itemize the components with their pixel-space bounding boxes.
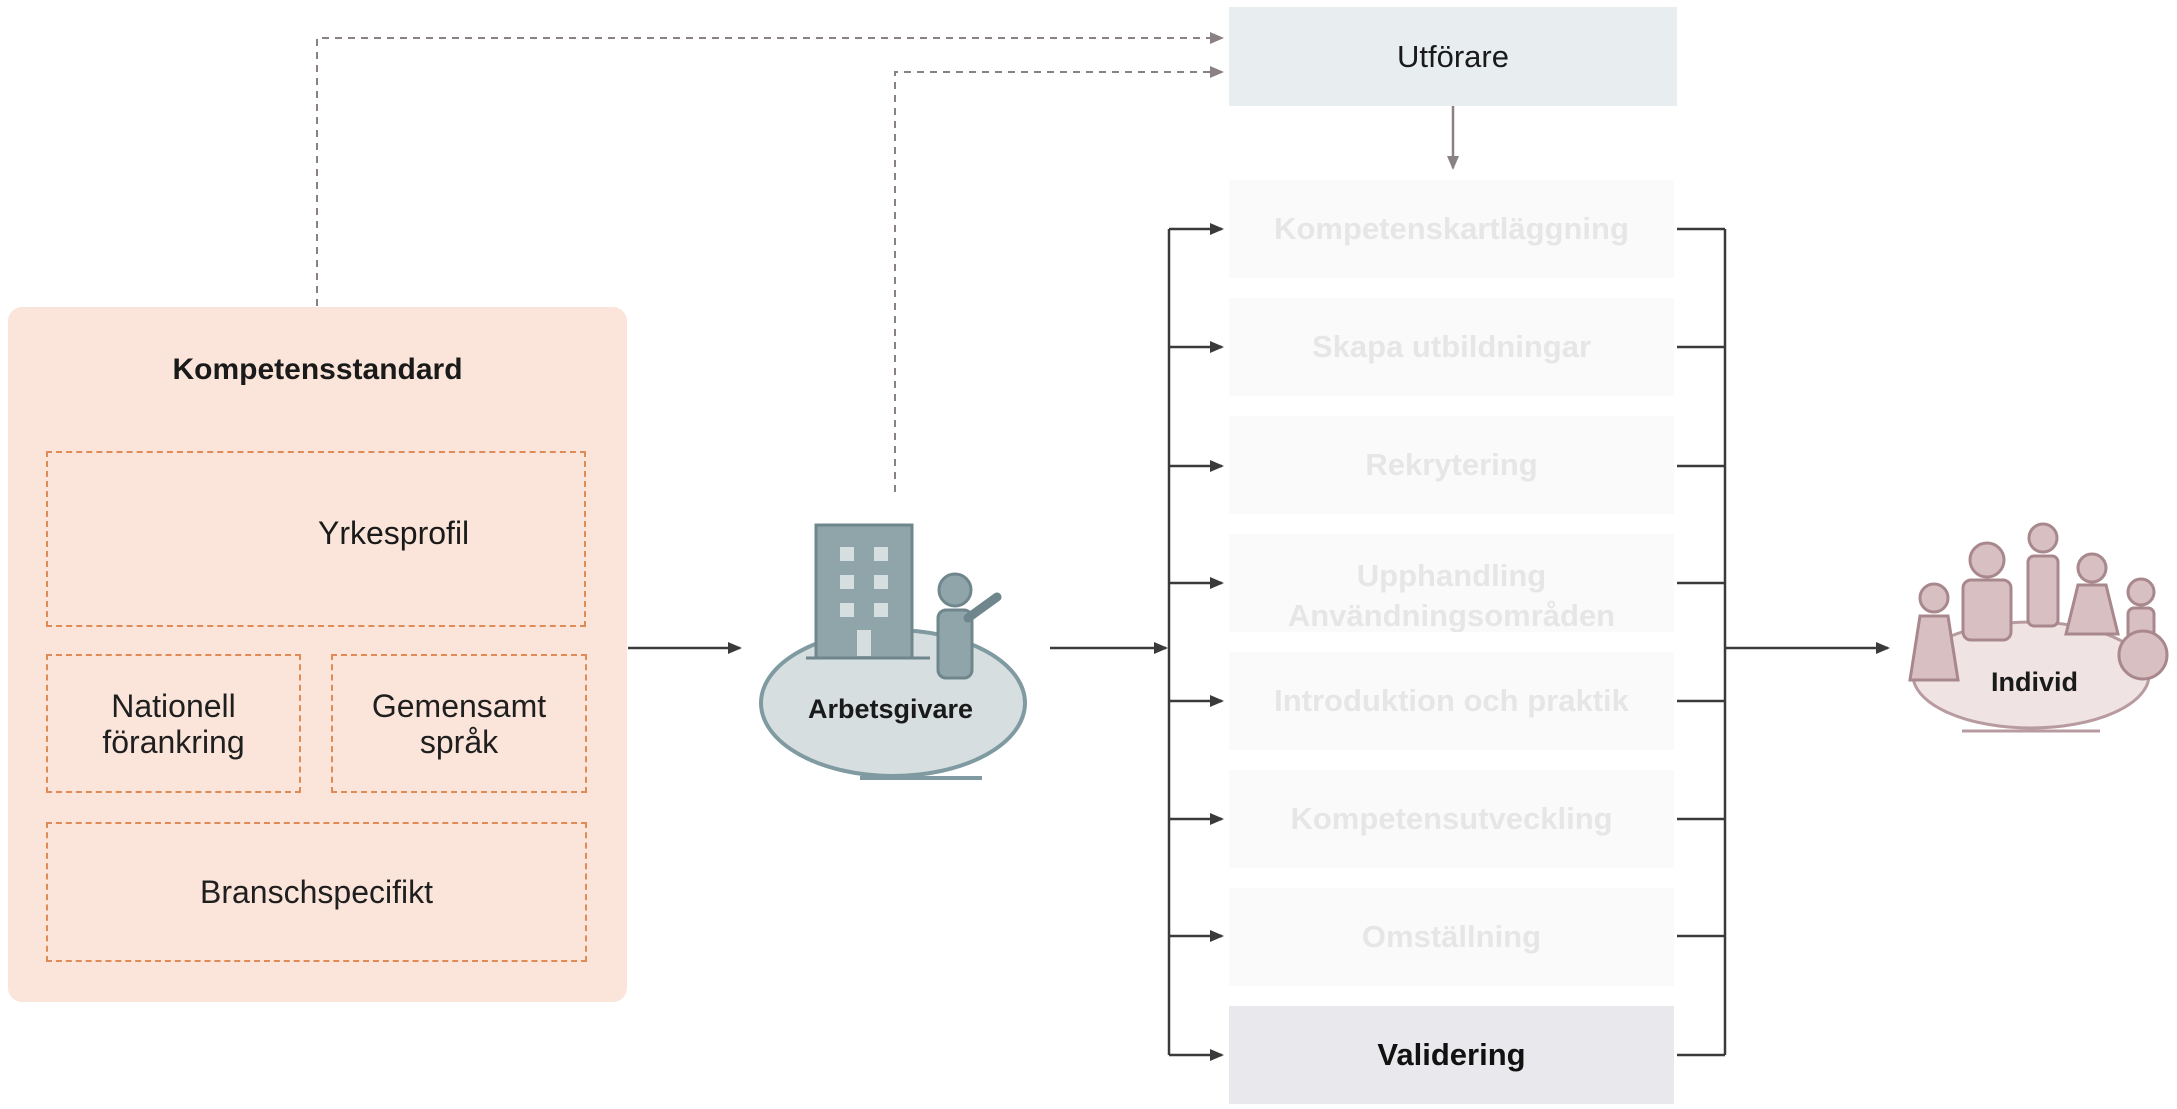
arbetsgivare-icon (759, 523, 1027, 780)
left-bracket (1167, 223, 1224, 1061)
process-validering: Validering (1229, 1006, 1674, 1104)
process-label: Kompetensutveckling (1290, 801, 1613, 836)
feedback-arrows (316, 32, 1224, 492)
process-label: Omställning (1361, 919, 1542, 954)
nationell-line2: förankring (102, 723, 245, 760)
nationell-box: Nationell förankring (46, 654, 301, 793)
bransch-label: Branschspecifikt (200, 874, 433, 910)
gemensamt-line1: Gemensamt (371, 687, 547, 724)
right-bracket (1677, 227, 1727, 1057)
yrkesprofil-box (46, 451, 586, 627)
utforare-label: Utförare (1397, 38, 1509, 74)
utforare-box: Utförare (1229, 7, 1677, 106)
process-label: Introduktion och praktik (1274, 683, 1629, 718)
process-upphandling: Upphandling Användningsområden (1229, 534, 1674, 632)
gemensamt-line2: språk (419, 723, 499, 760)
process-kompetensutveckling: Kompetensutveckling (1229, 770, 1674, 868)
kompetensstandard-title: Kompetensstandard (172, 353, 463, 386)
nationell-line1: Nationell (111, 687, 236, 724)
process-label: Kompetenskartläggning (1274, 211, 1629, 246)
individ-label: Individ (1991, 667, 2078, 697)
individ-icon (1908, 522, 2169, 733)
bransch-box: Branschspecifikt (46, 822, 587, 962)
process-label: Upphandling (1356, 558, 1547, 593)
process-kompetenskartlaggning: Kompetenskartläggning (1229, 180, 1674, 278)
process-skapa-utbildningar: Skapa utbildningar (1229, 298, 1674, 396)
gemensamt-box: Gemensamt språk (331, 654, 587, 793)
process-overflow-label: Användningsområden (1287, 598, 1616, 632)
process-rekrytering: Rekrytering (1229, 416, 1674, 514)
presenter-icon (936, 572, 1002, 680)
arbetsgivare-label: Arbetsgivare (808, 694, 974, 724)
people-icon (1908, 522, 2169, 682)
process-label: Skapa utbildningar (1311, 329, 1592, 364)
process-label: Validering (1377, 1037, 1526, 1072)
yrkesprofil-label: Yrkesprofil (318, 515, 470, 551)
process-introduktion: Introduktion och praktik (1229, 652, 1674, 750)
process-label: Rekrytering (1365, 447, 1538, 482)
process-omstallning: Omställning (1229, 888, 1674, 986)
